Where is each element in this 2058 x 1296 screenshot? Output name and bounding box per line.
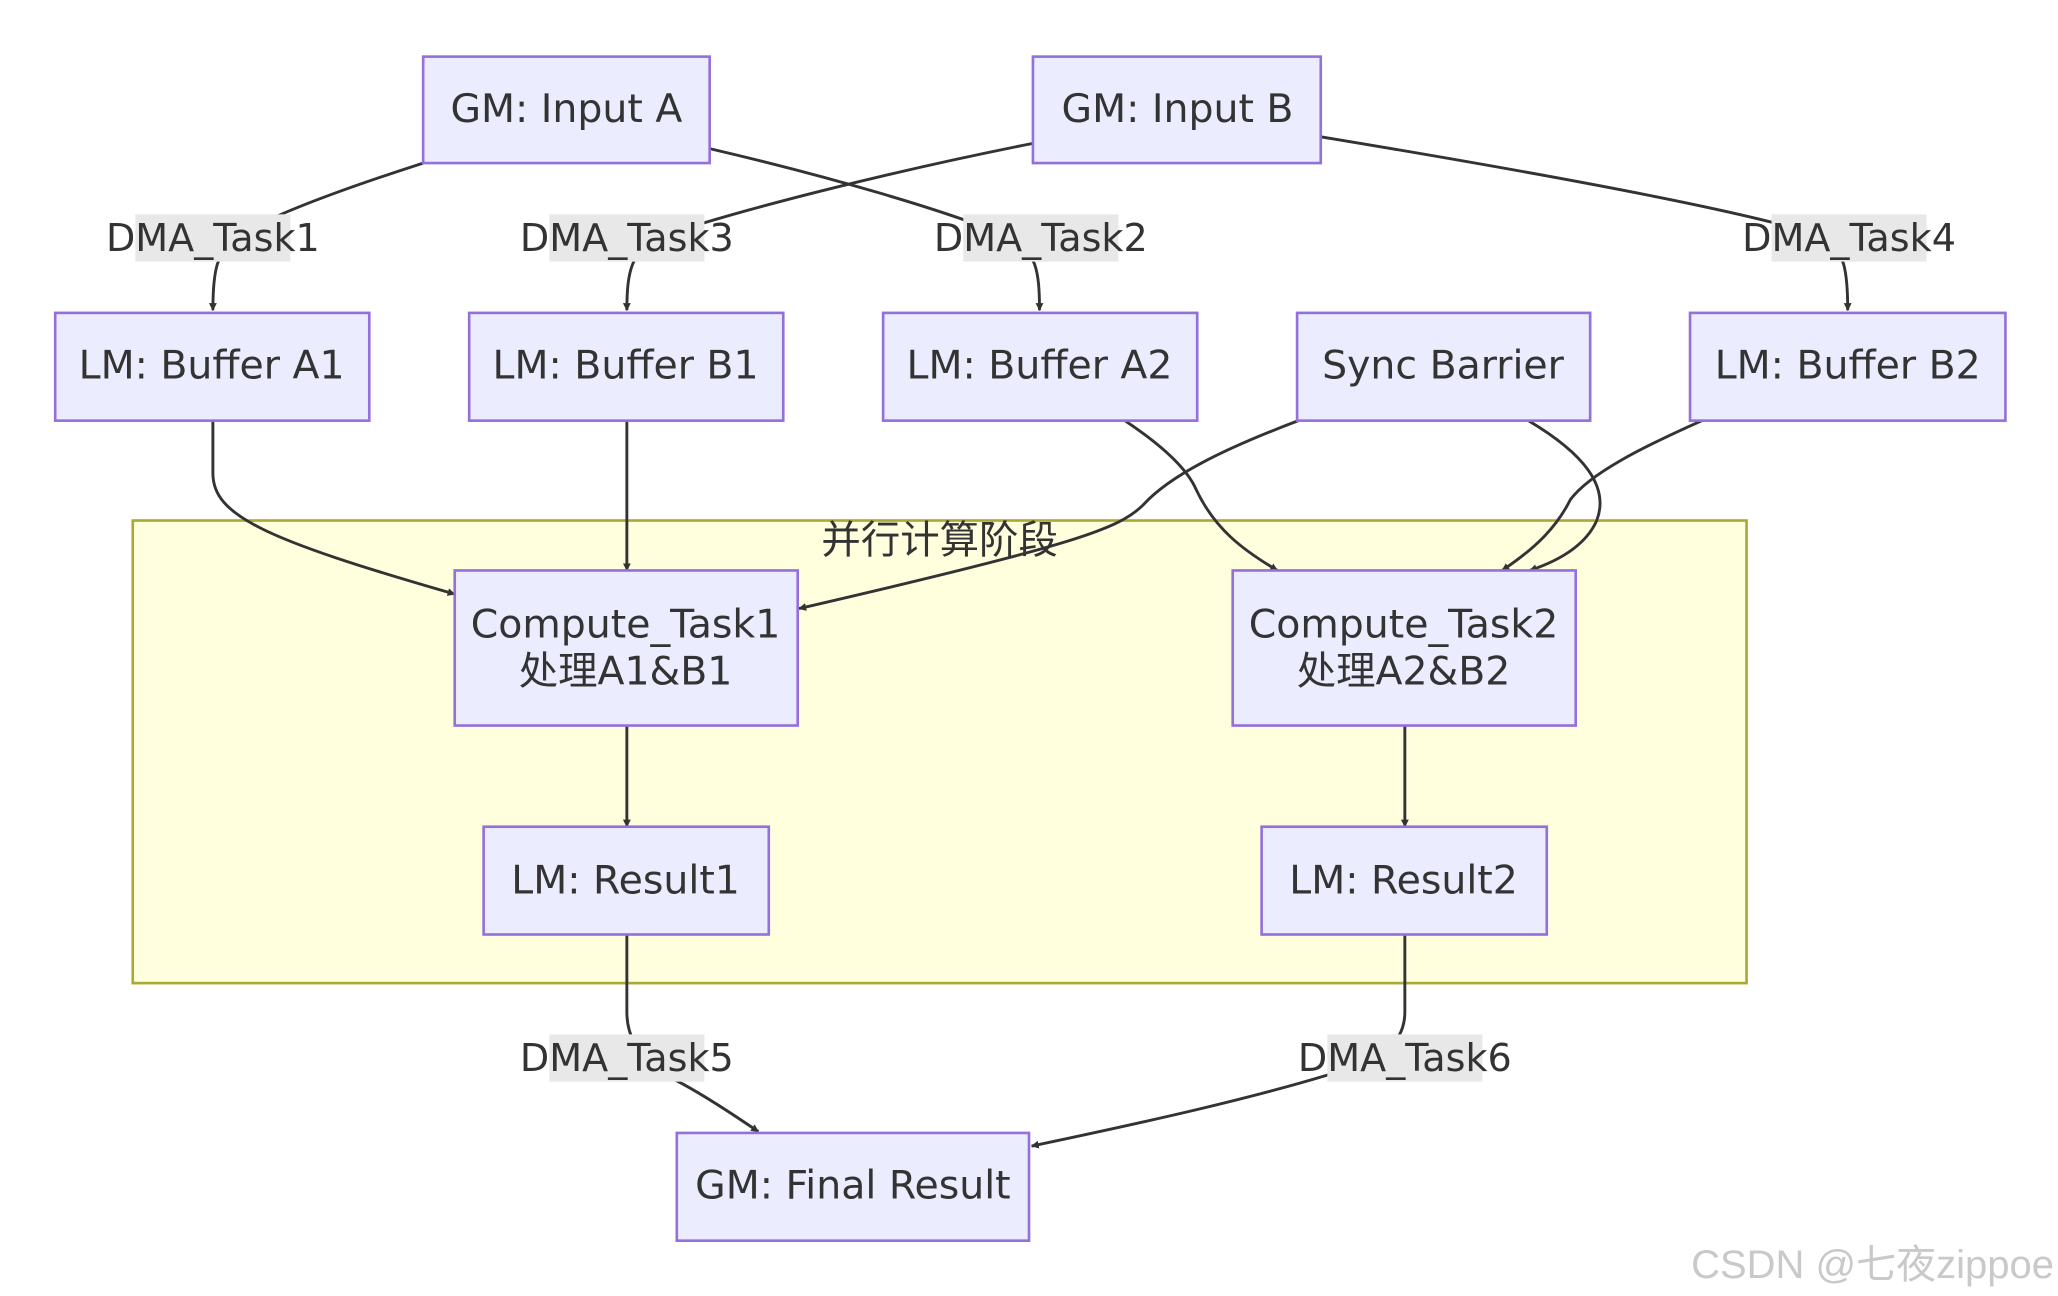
node-compute-task2[interactable]: Compute_Task2 处理A2&B2 [1231,569,1578,727]
lm-buffer-a2-label: LM: Buffer A2 [907,342,1173,388]
node-lm-result2[interactable]: LM: Result2 [1260,825,1549,936]
lm-buffer-b1-label: LM: Buffer B1 [493,342,759,388]
edge-label-dma-task4: DMA_Task4 [1742,214,1956,262]
node-gm-input-a[interactable]: GM: Input A [421,55,711,165]
lm-buffer-a1-label: LM: Buffer A1 [79,342,345,388]
node-lm-result1[interactable]: LM: Result1 [482,825,771,936]
node-lm-buffer-a2[interactable]: LM: Buffer A2 [881,311,1199,422]
edge-sync-to-compute2 [1527,419,1602,572]
edge-label-dma-task1: DMA_Task1 [106,214,320,262]
lm-result2-label: LM: Result2 [1289,858,1518,904]
cluster-label: 并行计算阶段 [821,517,1057,563]
node-lm-buffer-b2[interactable]: LM: Buffer B2 [1688,311,2007,422]
compute-task1-title: Compute_Task1 [471,601,781,647]
node-gm-input-b[interactable]: GM: Input B [1031,55,1323,165]
gm-input-b-label: GM: Input B [1062,86,1294,132]
compute-task2-subtitle: 处理A2&B2 [1297,649,1511,695]
dma-task6-label: DMA_Task6 [1298,1036,1512,1080]
compute-task2-title: Compute_Task2 [1249,601,1559,647]
gm-final-result-label: GM: Final Result [695,1162,1010,1208]
edge-buffer-a2-to-compute2 [1124,419,1279,572]
node-compute-task1[interactable]: Compute_Task1 处理A1&B1 [453,569,800,727]
edge-sync-to-compute1 [798,419,1299,611]
lm-result1-label: LM: Result1 [511,858,740,904]
node-lm-buffer-b1[interactable]: LM: Buffer B1 [467,311,785,422]
node-lm-buffer-a1[interactable]: LM: Buffer A1 [53,311,371,422]
gm-input-a-label: GM: Input A [450,86,682,132]
dma-task4-label: DMA_Task4 [1742,216,1956,260]
dma-task2-label: DMA_Task2 [934,216,1148,260]
lm-buffer-b2-label: LM: Buffer B2 [1715,342,1981,388]
sync-barrier-label: Sync Barrier [1322,342,1565,388]
dma-task1-label: DMA_Task1 [106,216,320,260]
compute-task1-subtitle: 处理A1&B1 [519,649,733,695]
edge-label-dma-task5: DMA_Task5 [520,1034,734,1082]
watermark: CSDN @七夜zippoe [1691,1243,2054,1287]
edge-label-dma-task2: DMA_Task2 [934,214,1148,262]
dma-task3-label: DMA_Task3 [520,216,734,260]
edge-buffer-a1-to-compute1 [211,420,456,596]
edge-buffer-b2-to-compute2 [1501,419,1703,572]
edge-label-dma-task3: DMA_Task3 [520,214,734,262]
dma-task5-label: DMA_Task5 [520,1036,734,1080]
node-sync-barrier[interactable]: Sync Barrier [1295,311,1592,422]
edge-label-dma-task6: DMA_Task6 [1298,1034,1512,1082]
node-gm-final-result[interactable]: GM: Final Result [675,1131,1031,1243]
edge-input-b-to-buffer-b1 [622,141,1034,312]
